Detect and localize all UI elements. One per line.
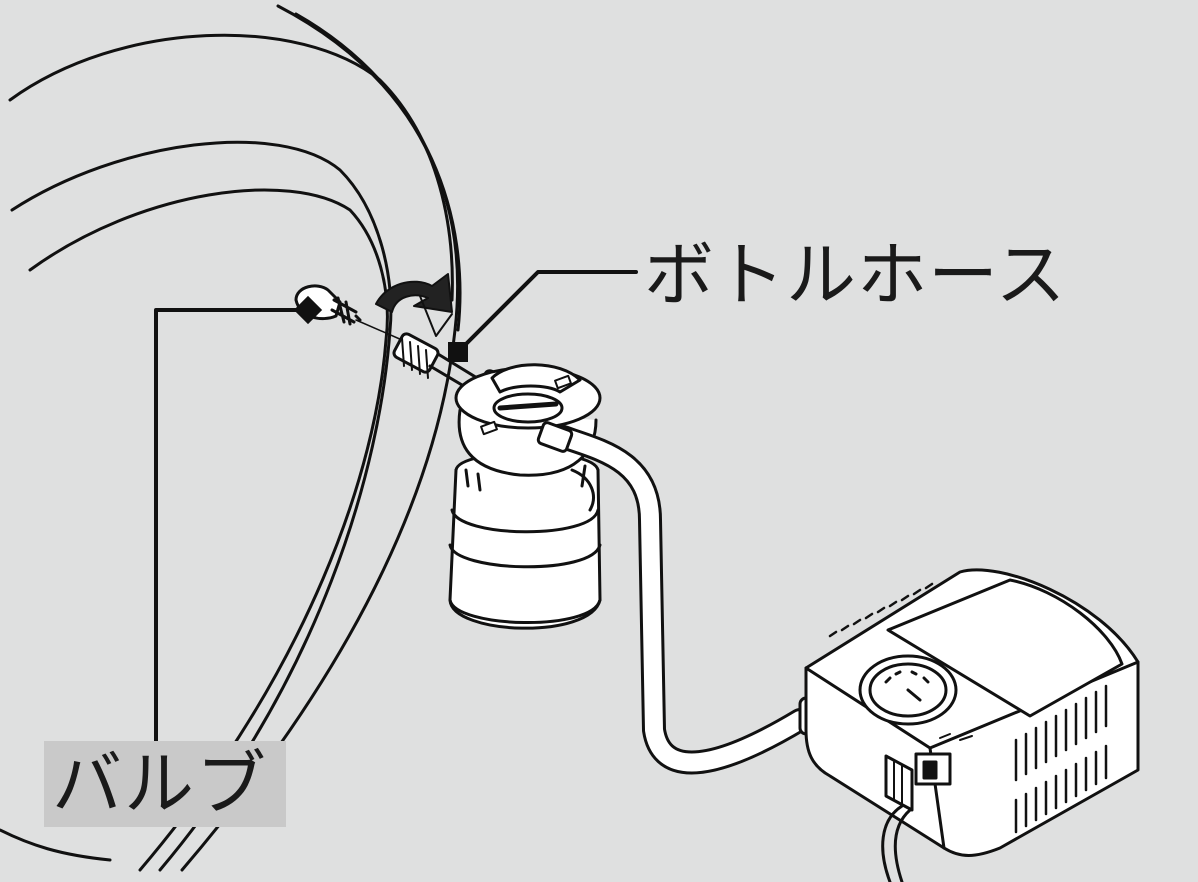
curved-arrow-icon — [375, 273, 453, 337]
bottle-hose-label: ボトルホース — [644, 234, 1067, 316]
power-switch-icon — [914, 733, 973, 786]
pressure-gauge-icon — [858, 654, 958, 726]
valve-callout — [154, 295, 323, 743]
sealant-bottle-icon — [448, 363, 602, 630]
air-compressor-icon — [804, 568, 1140, 857]
vent-slots — [828, 582, 1108, 834]
valve-label: バルブ — [44, 741, 286, 827]
power-cord-icon — [881, 804, 904, 882]
bottle-hose-callout — [448, 270, 638, 362]
guide-line — [355, 319, 403, 341]
